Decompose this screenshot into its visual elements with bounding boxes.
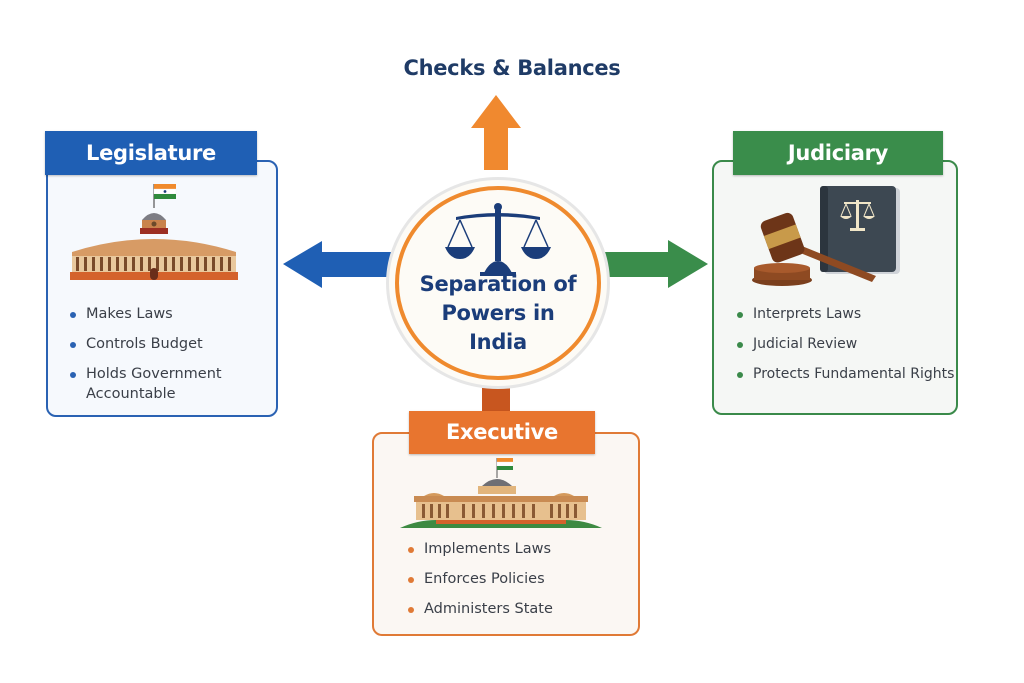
- list-item: Holds Government Accountable: [70, 364, 270, 404]
- checks-and-balances-label: Checks & Balances: [403, 56, 621, 80]
- list-item: Enforces Policies: [408, 569, 628, 589]
- list-item: Implements Laws: [408, 539, 628, 559]
- judiciary-functions-list: Interprets Laws Judicial Review Protects…: [737, 304, 957, 394]
- center-title: Separation of Powers in India: [390, 270, 606, 357]
- scales-of-justice-icon: [445, 203, 551, 276]
- legislature-card: [46, 160, 278, 417]
- center-circle: [386, 177, 610, 389]
- legislature-functions-list: Makes Laws Controls Budget Holds Governm…: [70, 304, 270, 414]
- list-item: Interprets Laws: [737, 304, 957, 324]
- list-item: Administers State: [408, 599, 628, 619]
- list-item: Judicial Review: [737, 334, 957, 354]
- center-title-line-3: India: [469, 330, 527, 354]
- judiciary-title: Judiciary: [733, 131, 943, 175]
- list-item: Protects Fundamental Rights: [737, 364, 957, 384]
- legislature-title: Legislature: [45, 131, 257, 175]
- center-title-line-2: Powers in: [441, 301, 555, 325]
- list-item: Controls Budget: [70, 334, 270, 354]
- arrow-up-checks-balances: [471, 95, 521, 170]
- arrow-right-judiciary: [605, 240, 708, 288]
- list-item: Makes Laws: [70, 304, 270, 324]
- arrow-left-legislature: [283, 241, 392, 288]
- center-title-line-1: Separation of: [419, 272, 577, 296]
- rashtrapati-bhavan-icon: [400, 458, 602, 528]
- parliament-building-icon: [70, 184, 238, 280]
- executive-title: Executive: [409, 411, 595, 454]
- executive-functions-list: Implements Laws Enforces Policies Admini…: [408, 539, 628, 629]
- gavel-and-law-book-icon: [752, 186, 900, 286]
